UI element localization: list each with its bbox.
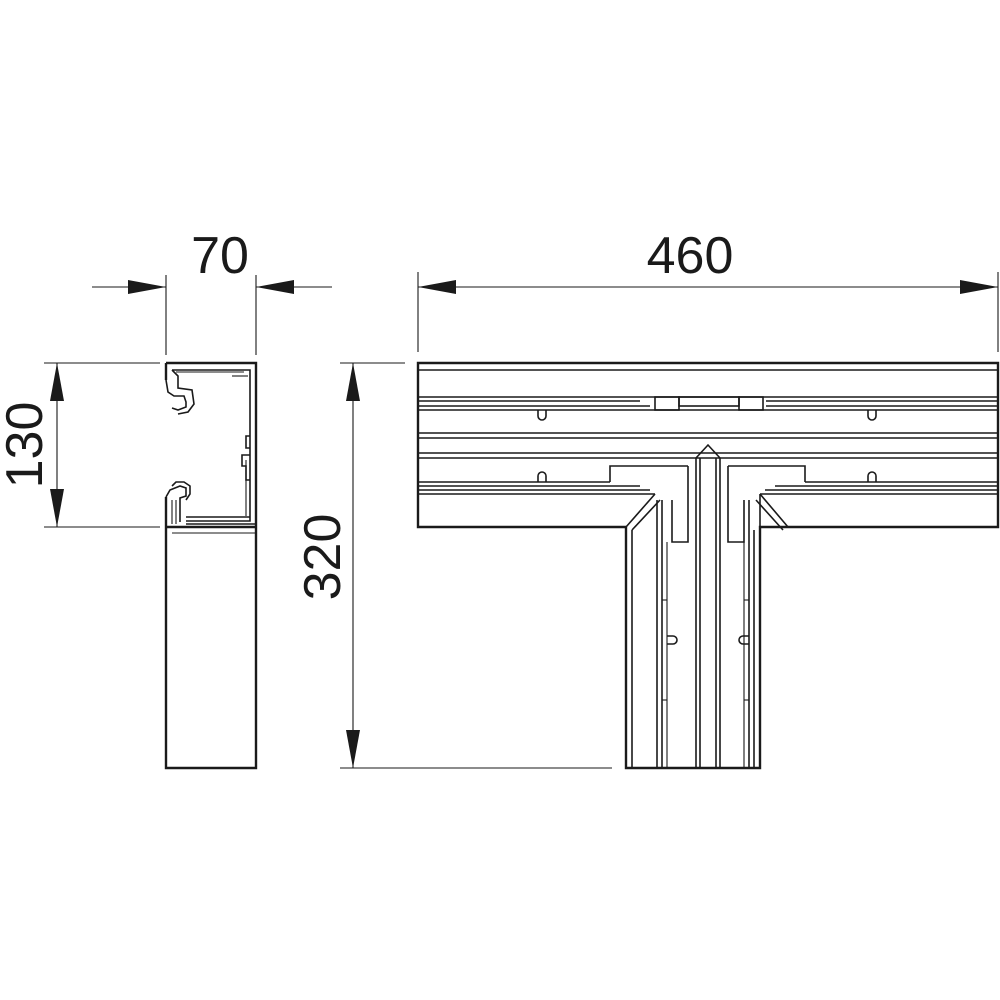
- t-piece-view: [416, 361, 1000, 770]
- dimension-label-side-width: 70: [191, 227, 249, 285]
- dimension-label-side-height: 130: [0, 402, 54, 489]
- dimension-side-width: 70: [92, 227, 332, 355]
- dimension-label-top-height: 320: [294, 514, 352, 601]
- side-view: [164, 361, 258, 770]
- dimension-top-height: 320: [294, 362, 612, 769]
- dimension-side-height: 130: [0, 362, 160, 528]
- dimension-top-width: 460: [417, 227, 999, 352]
- dimension-label-top-width: 460: [647, 227, 734, 285]
